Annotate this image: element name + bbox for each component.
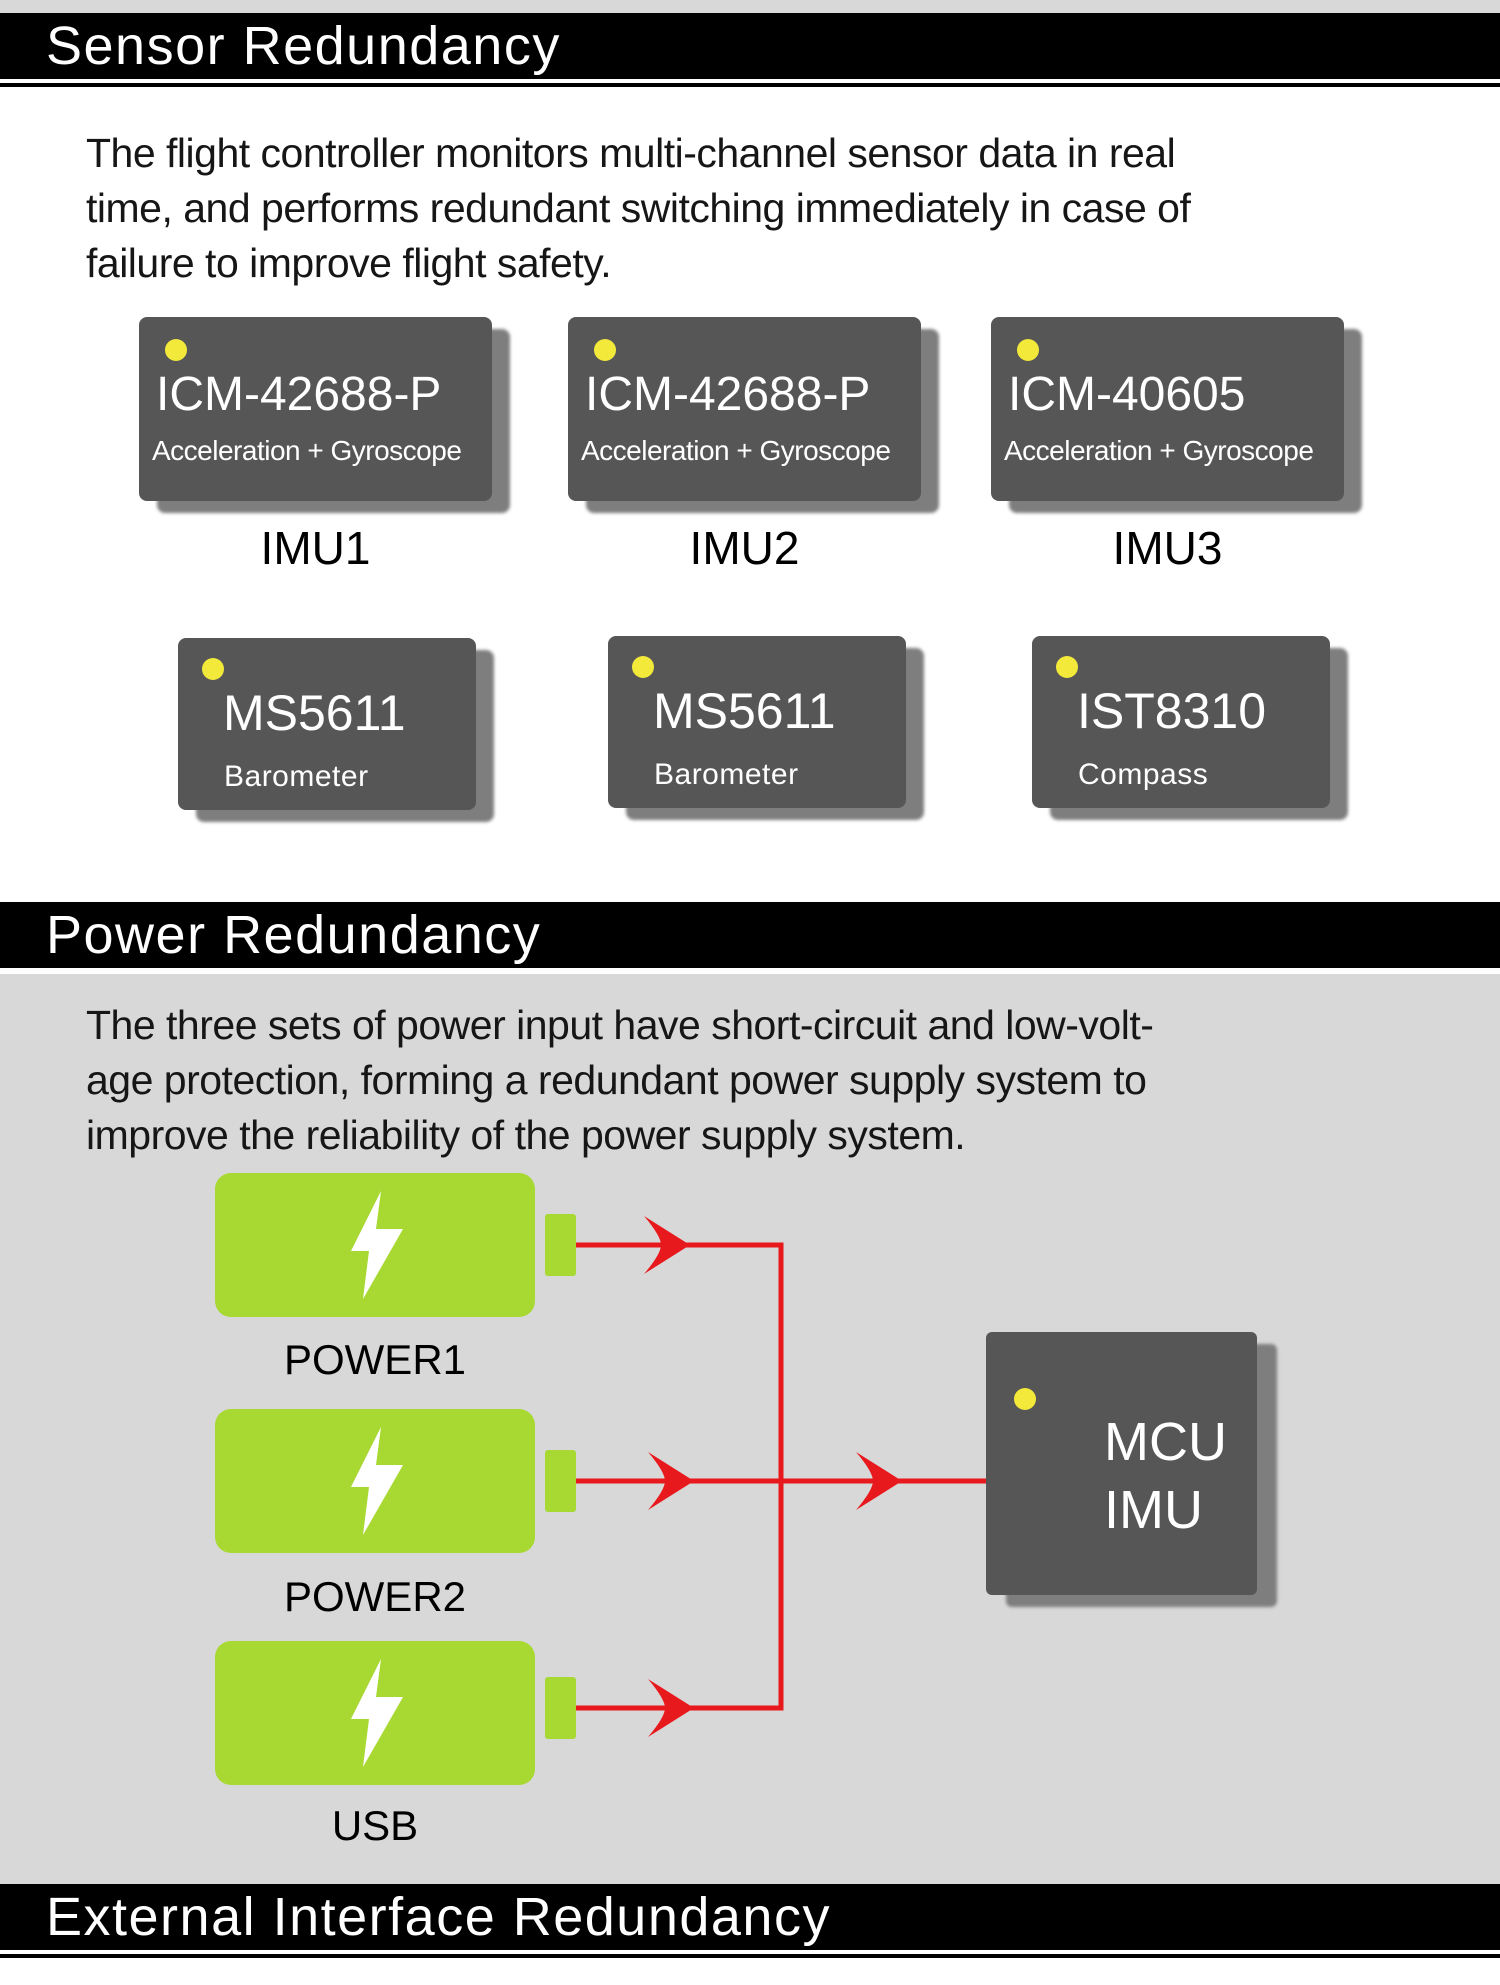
section-title: Power Redundancy xyxy=(46,905,542,965)
chip-function: Acceleration + Gyroscope xyxy=(152,435,462,466)
top-strip xyxy=(0,0,1500,13)
pin1-dot-icon xyxy=(632,656,654,678)
imu-line: IMU xyxy=(1104,1480,1203,1540)
pin1-dot-icon xyxy=(202,658,224,680)
battery-power1 xyxy=(215,1173,535,1317)
power-description: The three sets of power input have short… xyxy=(86,1002,1154,1158)
sensor-description: The flight controller monitors multi-cha… xyxy=(86,130,1191,286)
pin1-dot-icon xyxy=(165,339,187,361)
chip-icm-42688-p-2: ICM-42688-P Acceleration + Gyroscope xyxy=(568,317,921,501)
pin1-dot-icon xyxy=(1014,1388,1036,1410)
pin1-dot-icon xyxy=(594,339,616,361)
divider-line xyxy=(0,83,1500,87)
chip-function: Acceleration + Gyroscope xyxy=(581,435,891,466)
chip-mcu-imu: MCU IMU xyxy=(986,1332,1257,1595)
chip-function: Compass xyxy=(1078,758,1209,791)
lightning-bolt-icon xyxy=(351,1659,403,1767)
battery-power2 xyxy=(215,1409,535,1553)
section-title: External Interface Redundancy xyxy=(46,1887,831,1947)
chip-ms5611-1: MS5611 Barometer xyxy=(178,638,476,810)
battery-terminal xyxy=(545,1450,576,1512)
usb-label: USB xyxy=(331,1802,419,1849)
chip-function: Acceleration + Gyroscope xyxy=(1004,435,1314,466)
chip-function: Barometer xyxy=(224,760,369,793)
chip-name: ICM-40605 xyxy=(1008,368,1246,421)
section-header-external-interface-redundancy: External Interface Redundancy xyxy=(0,1884,1500,1950)
battery-usb xyxy=(215,1641,535,1785)
pin1-dot-icon xyxy=(1017,339,1039,361)
chip-name: MS5611 xyxy=(653,683,836,739)
chip-name: ICM-42688-P xyxy=(156,368,442,421)
divider-line xyxy=(0,1954,1500,1958)
section-title: Sensor Redundancy xyxy=(46,16,561,76)
battery-terminal xyxy=(545,1677,576,1739)
mcu-chip-text: MCU IMU xyxy=(1104,1408,1227,1544)
chip-name: IST8310 xyxy=(1077,683,1267,739)
chip-name: ICM-42688-P xyxy=(585,368,871,421)
chip-function: Barometer xyxy=(654,758,799,791)
pin1-dot-icon xyxy=(1056,656,1078,678)
lightning-bolt-icon xyxy=(351,1427,403,1535)
chip-icm-42688-p-1: ICM-42688-P Acceleration + Gyroscope xyxy=(139,317,492,501)
imu3-label: IMU3 xyxy=(1112,522,1223,574)
power2-label: POWER2 xyxy=(283,1573,467,1620)
chip-ms5611-2: MS5611 Barometer xyxy=(608,636,906,808)
imu1-label: IMU1 xyxy=(260,522,371,574)
lightning-bolt-icon xyxy=(351,1191,403,1299)
section-header-power-redundancy: Power Redundancy xyxy=(0,902,1500,968)
battery-terminal xyxy=(545,1214,576,1276)
chip-ist8310: IST8310 Compass xyxy=(1032,636,1330,808)
section-header-sensor-redundancy: Sensor Redundancy xyxy=(0,13,1500,79)
power1-label: POWER1 xyxy=(283,1336,467,1383)
chip-name: MS5611 xyxy=(223,685,406,741)
imu2-label: IMU2 xyxy=(689,522,800,574)
mcu-line: MCU xyxy=(1104,1412,1227,1472)
chip-icm-40605: ICM-40605 Acceleration + Gyroscope xyxy=(991,317,1344,501)
